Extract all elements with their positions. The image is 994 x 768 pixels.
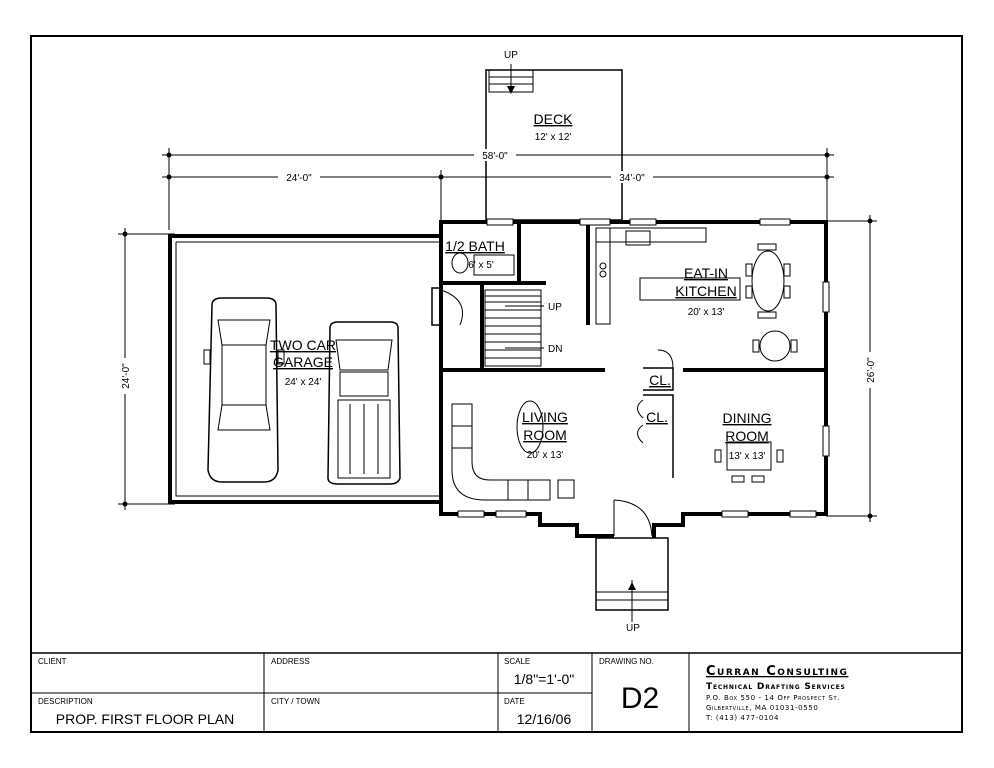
description-value: PROP. FIRST FLOOR PLAN (56, 711, 234, 727)
city-label: CITY / TOWN (271, 697, 320, 706)
living-size: 20' x 13' (527, 450, 564, 461)
half-bath-size: 6' x 5' (468, 260, 494, 271)
stair-up-label: UP (548, 302, 562, 313)
overall-width-dim: 58'-0" (482, 151, 508, 162)
garage-depth-dim: 24'-0" (121, 363, 132, 389)
client-label: CLIENT (38, 657, 67, 666)
stair-dn-label: DN (548, 344, 562, 355)
living-room: LIVING ROOM 20' x 13' (451, 400, 575, 501)
living-title-line1: LIVING (522, 409, 568, 425)
address-label: ADDRESS (271, 657, 310, 666)
kitchen-title-line2: KITCHEN (675, 283, 736, 299)
dining-room: DINING ROOM 13' x 13' (714, 410, 784, 483)
half-bath-title: 1/2 BATH (445, 238, 505, 254)
date-value: 12/16/06 (517, 711, 572, 727)
front-entry: UP (595, 499, 669, 634)
garage: TWO CAR GARAGE 24' x 24' (168, 234, 441, 504)
front-stair-up-label: UP (626, 623, 640, 634)
deck-stair-up-label: UP (504, 50, 518, 61)
house-walls (431, 218, 830, 538)
kitchen-title-line1: EAT-IN (684, 265, 728, 281)
house-depth-dim: 26'-0" (866, 357, 877, 383)
kitchen-size: 20' x 13' (688, 307, 725, 318)
windows (457, 218, 830, 518)
company-phone: T: (413) 477-0104 (705, 714, 779, 722)
garage-width-dim: 24'-0" (286, 173, 312, 184)
closets: CL. CL. (637, 349, 674, 478)
sheet-border (30, 35, 963, 733)
scale-label: SCALE (504, 657, 530, 666)
description-label: DESCRIPTION (38, 697, 93, 706)
closet-1-label: CL. (649, 372, 671, 388)
stairs: UP DN (484, 289, 562, 367)
dining-title-line1: DINING (723, 410, 772, 426)
title-block: CLIENT ADDRESS SCALE 1/8"=1'-0" DRAWING … (31, 652, 962, 732)
company-subtitle: Technical Drafting Services (706, 682, 846, 692)
scale-value: 1/8"=1'-0" (514, 671, 575, 687)
side-dimensions: 24'-0" 26'-0" (118, 215, 877, 522)
company-address-2: Gilbertville, MA 01031-0550 (706, 704, 818, 712)
deck-size: 12' x 12' (535, 132, 572, 143)
garage-size: 24' x 24' (285, 377, 322, 388)
deck: UP DECK 12' x 12' (485, 50, 623, 221)
floor-plan: UP DECK 12' x 12' 58'-0" 24'-0" 34'-0" (118, 50, 877, 634)
date-label: DATE (504, 697, 525, 706)
garage-title-line1: TWO CAR (270, 337, 336, 353)
company-address-1: P.O. Box 550 - 14 Off Prospect St. (706, 694, 840, 702)
top-dimensions: 58'-0" 24'-0" 34'-0" (162, 148, 834, 230)
dining-title-line2: ROOM (725, 428, 769, 444)
car-1 (203, 297, 285, 483)
garage-title-line2: GARAGE (273, 354, 333, 370)
drawing-no-value: D2 (621, 682, 659, 715)
kitchen: EAT-IN KITCHEN 20' x 13' (595, 227, 798, 362)
deck-title: DECK (534, 111, 574, 127)
drawing-no-label: DRAWING NO. (599, 657, 654, 666)
company-name: Curran Consulting (706, 664, 848, 679)
closet-2-label: CL. (646, 409, 668, 425)
living-title-line2: ROOM (523, 427, 567, 443)
car-2 (327, 321, 401, 485)
half-bath: 1/2 BATH 6' x 5' (445, 238, 515, 276)
house-width-dim: 34'-0" (619, 173, 645, 184)
dining-size: 13' x 13' (729, 451, 766, 462)
